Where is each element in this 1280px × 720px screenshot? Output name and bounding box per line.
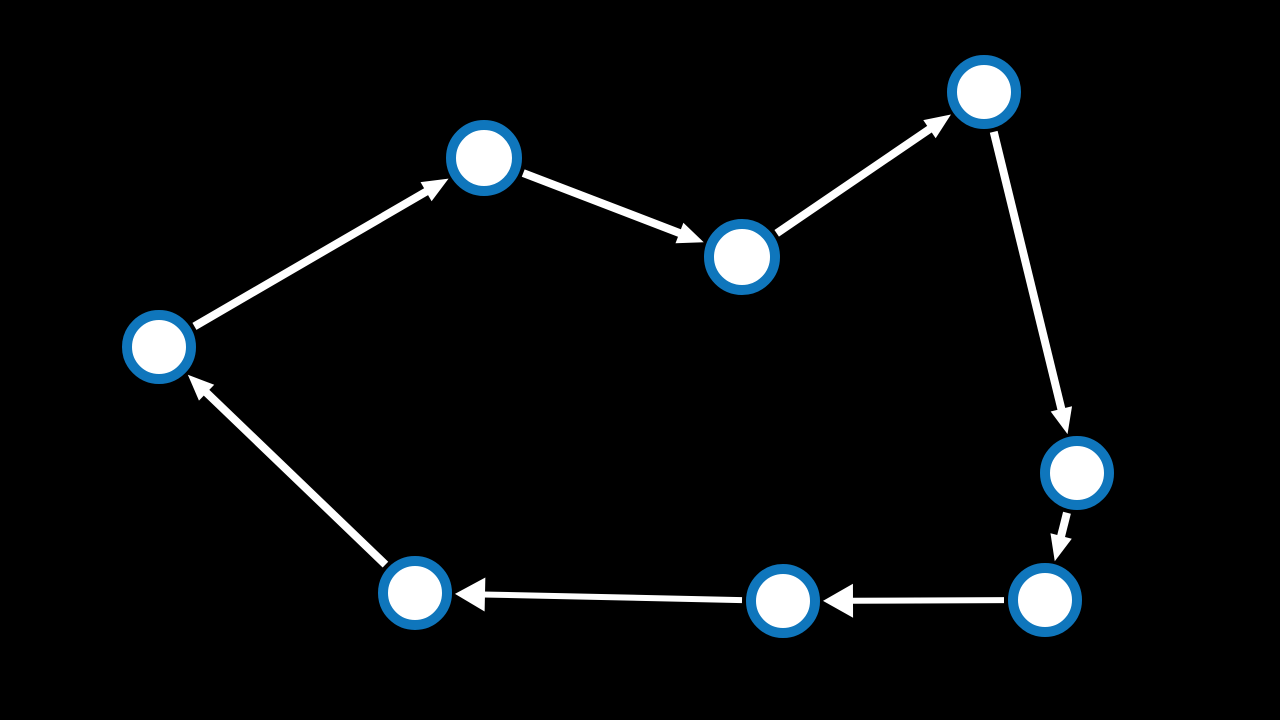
graph-edge[interactable] bbox=[521, 169, 704, 244]
arrowhead-icon bbox=[420, 178, 449, 202]
graph-node[interactable] bbox=[1040, 436, 1114, 510]
edge-shaft bbox=[989, 130, 1066, 412]
graph-node[interactable] bbox=[378, 556, 452, 630]
graph-edge[interactable] bbox=[774, 114, 951, 237]
graph-edge[interactable] bbox=[823, 583, 1005, 618]
edges-layer bbox=[187, 114, 1073, 618]
edge-shaft bbox=[192, 187, 430, 330]
node-circle bbox=[446, 120, 522, 196]
graph-node[interactable] bbox=[746, 564, 820, 638]
arrowhead-icon bbox=[823, 583, 854, 618]
edge-shaft bbox=[850, 597, 1005, 604]
node-circle bbox=[122, 310, 196, 384]
arrowhead-icon bbox=[1050, 533, 1072, 562]
node-circle bbox=[704, 219, 780, 295]
graph-node[interactable] bbox=[446, 120, 522, 196]
graph-node[interactable] bbox=[1008, 563, 1082, 637]
node-circle bbox=[378, 556, 452, 630]
nodes-layer bbox=[122, 55, 1114, 638]
graph-edge[interactable] bbox=[454, 577, 743, 612]
graph-edge[interactable] bbox=[1050, 511, 1072, 562]
arrowhead-icon bbox=[675, 222, 704, 244]
edge-shaft bbox=[774, 124, 934, 237]
edge-shaft bbox=[202, 388, 389, 568]
graph-edge[interactable] bbox=[989, 130, 1073, 435]
arrowhead-icon bbox=[187, 374, 215, 401]
node-circle bbox=[746, 564, 820, 638]
graph-edge[interactable] bbox=[192, 178, 449, 330]
graph-node[interactable] bbox=[947, 55, 1021, 129]
edge-shaft bbox=[1056, 511, 1071, 539]
edge-shaft bbox=[482, 591, 743, 604]
arrowhead-icon bbox=[454, 577, 486, 612]
node-circle bbox=[947, 55, 1021, 129]
graph-node[interactable] bbox=[704, 219, 780, 295]
arrowhead-icon bbox=[923, 114, 951, 139]
arrowhead-icon bbox=[1050, 406, 1073, 435]
graph-node[interactable] bbox=[122, 310, 196, 384]
node-circle bbox=[1040, 436, 1114, 510]
graph-edge[interactable] bbox=[187, 374, 389, 568]
edge-shaft bbox=[521, 169, 683, 238]
node-circle bbox=[1008, 563, 1082, 637]
